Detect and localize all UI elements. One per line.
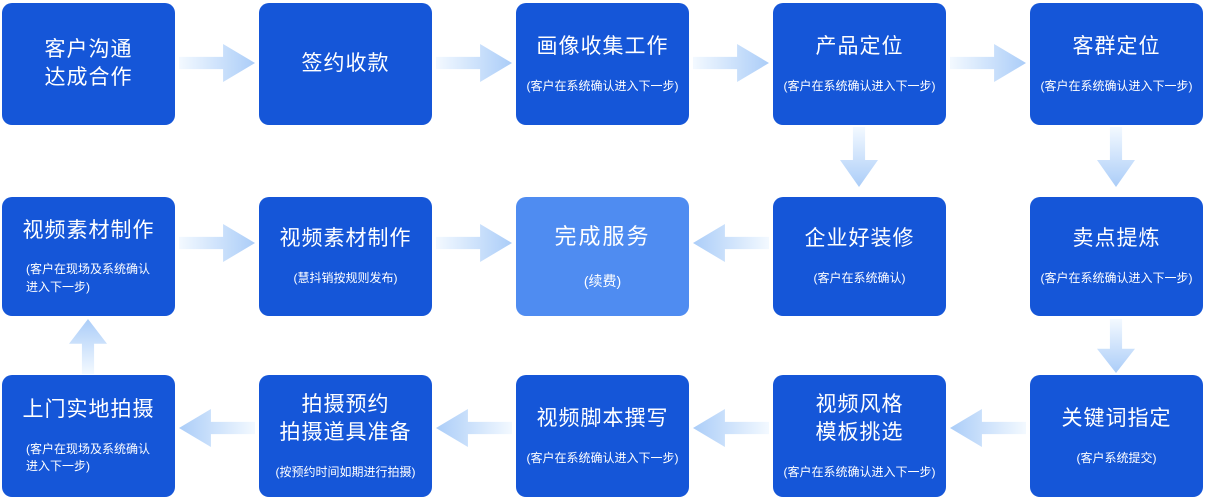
node-service-completed: 完成服务 (续费) xyxy=(516,197,689,316)
node-subtitle: (客户在系统确认进入下一步) xyxy=(526,78,679,93)
node-title: 完成服务 xyxy=(554,223,651,249)
arrow-left-icon xyxy=(693,224,769,262)
node-subtitle: (客户在系统确认进入下一步) xyxy=(783,464,936,479)
node-video-material-production: 视频素材制作 (客户在现场及系统确认 进入下一步) xyxy=(2,197,175,316)
node-title: 画像收集工作 xyxy=(536,34,669,58)
node-video-material-publishing: 视频素材制作 (慧抖销按规则发布) xyxy=(259,197,432,316)
node-subtitle: (客户在系统确认) xyxy=(813,271,906,286)
node-profile-collection: 画像收集工作 (客户在系统确认进入下一步) xyxy=(516,3,689,125)
node-title: 拍摄预约 拍摄道具准备 xyxy=(279,393,412,444)
node-title: 客群定位 xyxy=(1072,34,1161,58)
arrow-left-icon xyxy=(950,409,1026,447)
arrow-right-icon xyxy=(950,44,1026,82)
node-selling-point-extraction: 卖点提炼 (客户在系统确认进入下一步) xyxy=(1030,197,1203,316)
node-subtitle: (慧抖销按规则发布) xyxy=(293,271,398,286)
node-subtitle: (客户系统提交) xyxy=(1076,450,1157,465)
node-video-style-template: 视频风格 模板挑选 (客户在系统确认进入下一步) xyxy=(773,375,946,497)
arrow-down-icon xyxy=(1097,319,1135,373)
arrow-right-icon xyxy=(179,44,255,82)
node-product-positioning: 产品定位 (客户在系统确认进入下一步) xyxy=(773,3,946,125)
arrow-left-icon xyxy=(179,409,255,447)
node-subtitle: (客户在系统确认进入下一步) xyxy=(783,78,936,93)
node-onsite-shooting: 上门实地拍摄 (客户在现场及系统确认 进入下一步) xyxy=(2,375,175,497)
arrow-right-icon xyxy=(179,224,255,262)
node-title: 视频风格 模板挑选 xyxy=(815,393,904,444)
node-keyword-assignment: 关键词指定 (客户系统提交) xyxy=(1030,375,1203,497)
node-customer-communication: 客户沟通 达成合作 xyxy=(2,3,175,125)
node-title: 签约收款 xyxy=(301,52,390,76)
node-subtitle: (客户在系统确认进入下一步) xyxy=(1040,271,1193,286)
node-enterprise-decoration: 企业好装修 (客户在系统确认) xyxy=(773,197,946,316)
arrow-left-icon xyxy=(693,409,769,447)
node-title: 上门实地拍摄 xyxy=(22,398,155,422)
node-title: 产品定位 xyxy=(815,34,904,58)
arrow-left-icon xyxy=(436,409,512,447)
node-shooting-appointment: 拍摄预约 拍摄道具准备 (按预约时间如期进行拍摄) xyxy=(259,375,432,497)
node-customer-group-positioning: 客群定位 (客户在系统确认进入下一步) xyxy=(1030,3,1203,125)
node-subtitle: (按预约时间如期进行拍摄) xyxy=(275,464,416,479)
node-title: 关键词指定 xyxy=(1061,406,1172,430)
node-video-script-writing: 视频脚本撰写 (客户在系统确认进入下一步) xyxy=(516,375,689,497)
node-title: 卖点提炼 xyxy=(1072,227,1161,251)
arrow-right-icon xyxy=(436,44,512,82)
node-subtitle: (续费) xyxy=(583,272,622,289)
arrow-down-icon xyxy=(840,127,878,187)
node-title: 视频素材制作 xyxy=(279,227,412,251)
arrow-up-icon xyxy=(69,319,107,374)
node-title: 视频素材制作 xyxy=(22,218,155,242)
node-title: 企业好装修 xyxy=(804,227,915,251)
node-subtitle: (客户在现场及系统确认 进入下一步) xyxy=(26,441,150,474)
node-subtitle: (客户在系统确认进入下一步) xyxy=(1040,78,1193,93)
arrow-down-icon xyxy=(1097,127,1135,187)
node-title: 视频脚本撰写 xyxy=(536,406,669,430)
node-subtitle: (客户在系统确认进入下一步) xyxy=(526,450,679,465)
arrow-right-icon xyxy=(693,44,769,82)
node-contract-payment: 签约收款 xyxy=(259,3,432,125)
node-subtitle: (客户在现场及系统确认 进入下一步) xyxy=(26,262,150,294)
node-title: 客户沟通 达成合作 xyxy=(44,38,133,89)
arrow-right-icon xyxy=(436,224,512,262)
